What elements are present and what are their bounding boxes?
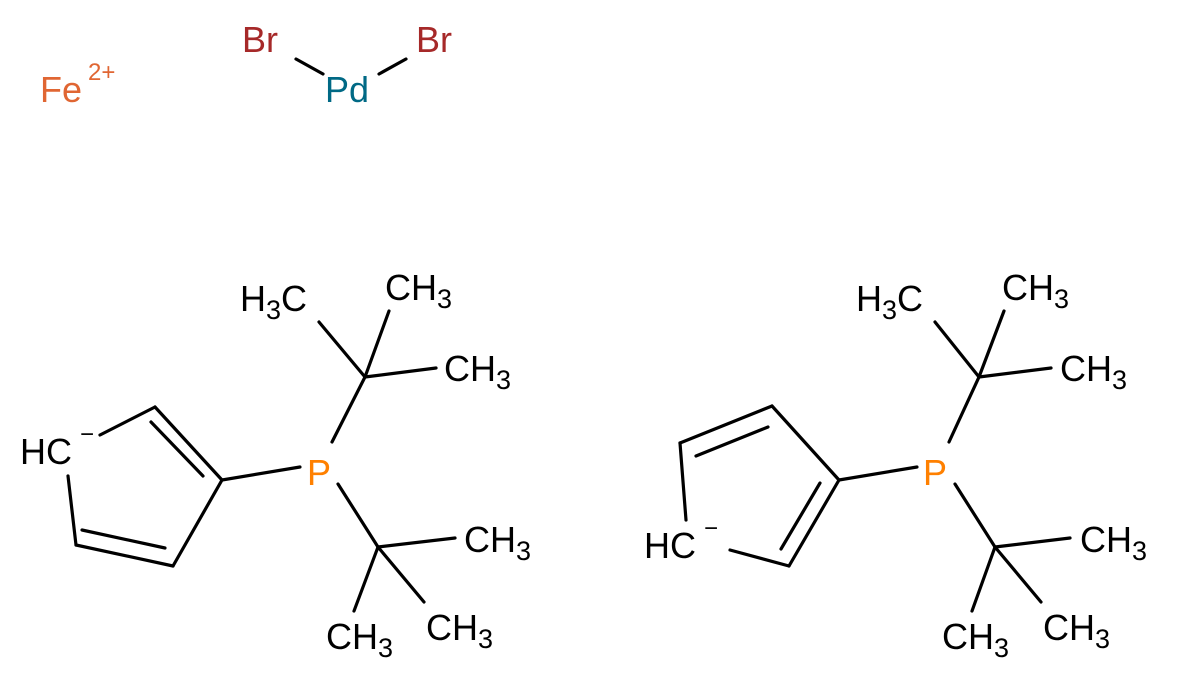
- ring-bond: [787, 478, 841, 568]
- c-ch3-bond: [993, 545, 1043, 604]
- c-ch3-bond: [977, 309, 1006, 379]
- hc-anion-label: HC: [644, 525, 696, 566]
- ring-bond: [678, 441, 688, 522]
- palladium-dibromide: Br Br Pd: [242, 19, 452, 110]
- hc-anion-label: HC: [20, 431, 72, 472]
- hc-anion-charge: −: [704, 515, 718, 542]
- ring-bond: [153, 405, 224, 482]
- ring-bond: [728, 548, 791, 568]
- ligand-right: HC − P H3C CH3 CH3 CH3 CH3 CH3: [644, 267, 1147, 663]
- pd-br-bond-left: [294, 57, 325, 76]
- methyl-label: CH3: [385, 267, 452, 314]
- fe-label: Fe: [40, 69, 82, 110]
- methyl-label: CH3: [444, 348, 511, 395]
- ring-double-bond: [149, 420, 205, 478]
- ring-double-bond: [779, 481, 822, 551]
- phosphorus-label: P: [923, 452, 947, 493]
- fe-charge: 2+: [88, 59, 115, 86]
- methyl-label: CH3: [464, 519, 531, 566]
- methyl-label: H3C: [856, 278, 923, 325]
- iron-cation: Fe 2+: [40, 59, 115, 110]
- c-ch3-bond: [977, 366, 1053, 379]
- phosphorus-label: P: [307, 452, 331, 493]
- ligand-left: HC − P H3C CH3 CH3 CH3 CH3 CH3: [20, 267, 531, 663]
- methyl-label: CH3: [1060, 348, 1127, 395]
- pd-label: Pd: [325, 69, 369, 110]
- ring-p-bond: [220, 465, 302, 482]
- p-c-bond: [336, 482, 380, 549]
- methyl-label: CH3: [942, 616, 1009, 663]
- hc-anion-charge: −: [80, 421, 94, 448]
- c-ch3-bond: [993, 536, 1072, 549]
- methyl-label: H3C: [240, 278, 307, 325]
- ring-double-bond: [694, 425, 770, 458]
- p-c-bond: [330, 375, 367, 444]
- c-ch3-bond: [376, 536, 457, 549]
- ring-bond: [171, 478, 224, 568]
- c-ch3-bond: [363, 366, 438, 379]
- c-ch3-bond: [352, 545, 380, 613]
- ring-bond: [74, 543, 175, 568]
- ring-double-bond: [80, 528, 167, 550]
- methyl-label: CH3: [1043, 607, 1110, 654]
- br-left-label: Br: [242, 19, 278, 60]
- pd-br-bond-right: [377, 57, 408, 76]
- br-right-label: Br: [416, 19, 452, 60]
- c-ch3-bond: [376, 545, 426, 604]
- ring-bond: [770, 404, 841, 482]
- ring-bond: [678, 404, 774, 445]
- methyl-label: CH3: [1080, 519, 1147, 566]
- methyl-label: CH3: [326, 616, 393, 663]
- ring-bond: [98, 405, 157, 437]
- c-ch3-bond: [933, 320, 981, 379]
- c-ch3-bond: [317, 320, 367, 379]
- c-ch3-bond: [363, 309, 391, 379]
- methyl-label: CH3: [1002, 267, 1069, 314]
- methyl-label: CH3: [426, 607, 493, 654]
- ring-bond: [66, 474, 78, 547]
- c-ch3-bond: [970, 545, 997, 613]
- ring-p-bond: [837, 465, 919, 482]
- p-c-bond: [947, 375, 981, 444]
- p-c-bond: [953, 482, 997, 549]
